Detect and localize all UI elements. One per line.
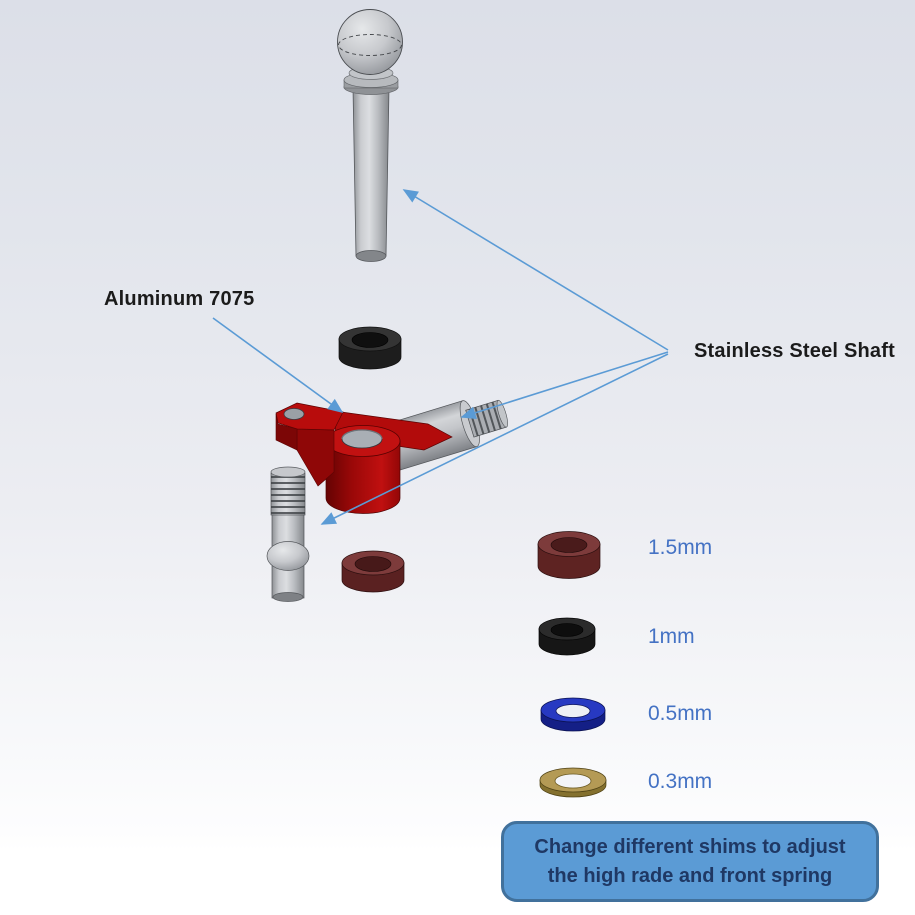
shim-label-1mm: 1mm — [648, 625, 695, 648]
hole-shading — [341, 429, 383, 440]
horizontal-shaft-part — [385, 399, 508, 471]
shim-0-3mm — [539, 767, 607, 798]
ball-knob — [337, 9, 403, 75]
ball-end-shaft-part — [337, 9, 403, 262]
threaded-stud-part — [266, 466, 310, 602]
ball-tangent-edge — [338, 34, 402, 56]
shim-1-5mm — [537, 531, 601, 579]
shim-note-callout: Change different shims to adjust the hig… — [501, 821, 879, 902]
middle-black-shim-part — [338, 326, 402, 370]
shim-label-0-3mm: 0.3mm — [648, 770, 713, 793]
arrow-shaft-bottom — [320, 353, 669, 525]
aluminum-label: Aluminum 7075 — [104, 288, 255, 310]
callout-line-1: Change different shims to adjust — [534, 835, 846, 858]
arrow-shaft-top — [402, 189, 669, 351]
stainless-steel-shaft-label: Stainless Steel Shaft — [694, 340, 895, 362]
arrow-aluminum — [212, 317, 344, 413]
lever-arm-side — [275, 413, 298, 451]
shim-label-0-5mm: 0.5mm — [648, 702, 713, 725]
shim-label-1-5mm: 1.5mm — [648, 536, 713, 559]
aluminum-lever-part — [275, 402, 453, 514]
callout-arrows — [212, 189, 669, 525]
shaft-body — [352, 87, 390, 257]
shim-1mm — [538, 617, 596, 656]
scene-maroon-shim-part — [341, 550, 405, 593]
shim-0-5mm — [540, 697, 606, 732]
shaft-bottom-cap — [355, 250, 387, 262]
lever-arm-hole — [283, 408, 305, 420]
callout-line-2: the high rade and front spring — [547, 864, 833, 887]
arrow-shaft-mid — [460, 351, 669, 420]
stud-ball-bulge — [266, 541, 310, 571]
thread-stripes — [271, 473, 305, 515]
